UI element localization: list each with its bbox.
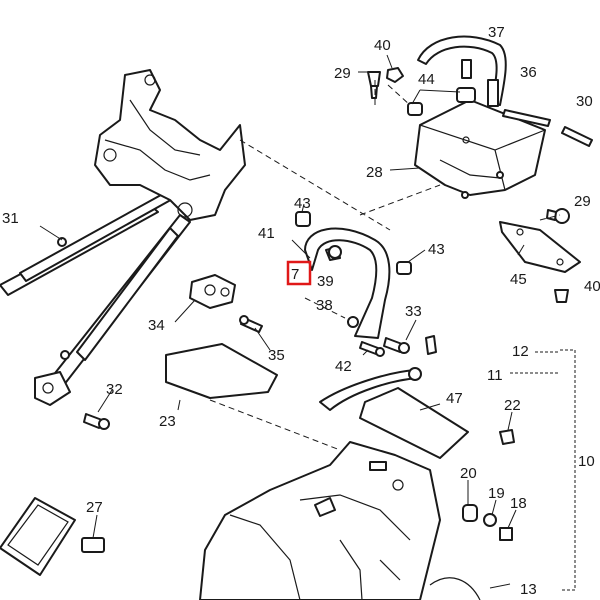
label-23: 23 bbox=[159, 413, 176, 430]
label-44: 44 bbox=[418, 71, 435, 88]
label-29: 29 bbox=[334, 65, 351, 82]
bolt-18 bbox=[499, 527, 513, 541]
label-43: 43 bbox=[294, 195, 311, 212]
label-11: 11 bbox=[487, 367, 503, 384]
label-43b: 43 bbox=[428, 241, 445, 258]
label-10: 10 bbox=[578, 453, 595, 470]
label-36: 36 bbox=[520, 64, 537, 81]
carrier-28 bbox=[414, 99, 546, 199]
bolt-35 bbox=[239, 315, 263, 333]
screw-39 bbox=[325, 245, 342, 261]
bracket-10 bbox=[510, 349, 576, 591]
label-19: 19 bbox=[488, 485, 505, 502]
grab-bar-37 bbox=[417, 35, 507, 107]
label-39: 39 bbox=[317, 273, 334, 290]
label-31: 31 bbox=[2, 210, 19, 227]
label-38: 38 bbox=[316, 297, 333, 314]
label-42: 42 bbox=[335, 358, 352, 375]
label-12: 12 bbox=[512, 343, 529, 360]
label-22: 22 bbox=[504, 397, 521, 414]
label-41: 41 bbox=[258, 225, 275, 242]
label-29b: 29 bbox=[574, 193, 591, 210]
label-13: 13 bbox=[520, 581, 537, 598]
bracket-45 bbox=[499, 221, 581, 273]
part-labels: 40 37 29 44 36 30 28 29 31 43 41 43 7 39… bbox=[2, 24, 600, 598]
nut-40 bbox=[386, 67, 404, 83]
bolt-22 bbox=[499, 429, 515, 445]
bolt-29b bbox=[546, 208, 570, 224]
bolt-33 bbox=[383, 335, 437, 355]
label-33: 33 bbox=[405, 303, 422, 320]
bolt-42 bbox=[359, 341, 385, 357]
rear-frame-assembly bbox=[0, 69, 246, 406]
label-37: 37 bbox=[488, 24, 505, 41]
grommet-43 bbox=[295, 211, 412, 275]
strap-11 bbox=[319, 367, 422, 411]
label-32: 32 bbox=[106, 381, 123, 398]
panel-26 bbox=[0, 497, 76, 576]
label-45: 45 bbox=[510, 271, 527, 288]
label-7: 7 bbox=[291, 266, 299, 283]
rear-fender bbox=[199, 441, 481, 600]
rail-36 bbox=[502, 109, 551, 127]
pad-47 bbox=[359, 387, 469, 459]
bolt-32 bbox=[83, 413, 110, 430]
label-40b: 40 bbox=[584, 278, 600, 295]
bolt-29 bbox=[367, 71, 381, 99]
handle-38 bbox=[304, 227, 391, 339]
plate-23 bbox=[165, 343, 278, 399]
label-47: 47 bbox=[446, 390, 463, 407]
cap-27 bbox=[81, 537, 105, 553]
washer-19 bbox=[483, 513, 497, 527]
label-28: 28 bbox=[366, 164, 383, 181]
label-20: 20 bbox=[460, 465, 477, 482]
label-18: 18 bbox=[510, 495, 527, 512]
label-40: 40 bbox=[374, 37, 391, 54]
leader-lines bbox=[39, 54, 561, 589]
label-35: 35 bbox=[268, 347, 285, 364]
bracket-34 bbox=[189, 274, 236, 309]
grommet-20 bbox=[462, 504, 478, 522]
pin-30 bbox=[561, 126, 593, 147]
label-30: 30 bbox=[576, 93, 593, 110]
grommet-44 bbox=[407, 87, 476, 116]
label-27: 27 bbox=[86, 499, 103, 516]
highlight-box bbox=[286, 260, 312, 286]
label-34: 34 bbox=[148, 317, 165, 334]
bolt-40b bbox=[554, 289, 569, 303]
